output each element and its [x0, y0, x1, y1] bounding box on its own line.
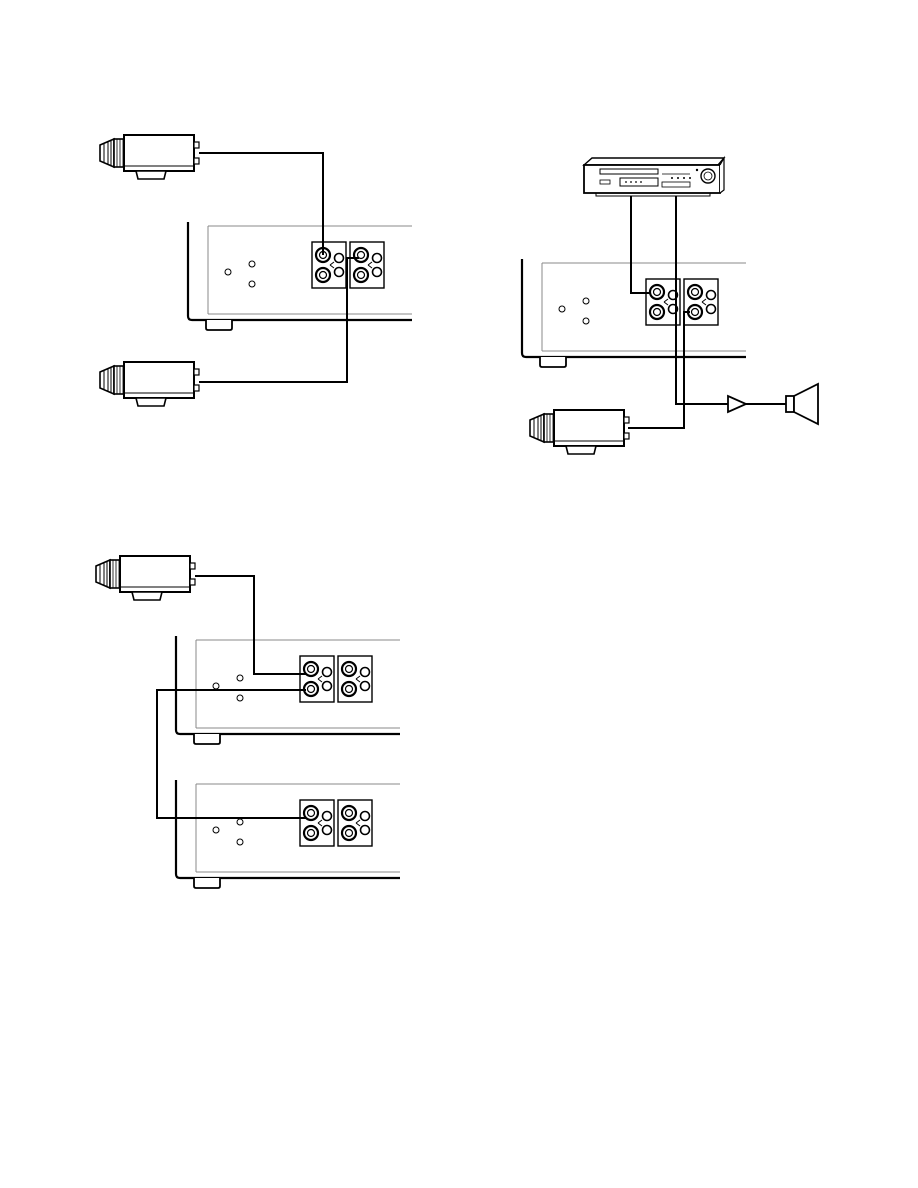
rear-panel-unit-2	[522, 259, 746, 367]
camera-4-icon	[96, 556, 195, 600]
vcr-icon	[584, 158, 724, 196]
diagram-camera-two-units	[96, 556, 400, 888]
cable-camera-3	[628, 312, 690, 428]
camera-1-icon	[100, 135, 199, 179]
rear-panel-unit-1	[188, 222, 412, 330]
camera-2-icon	[100, 362, 199, 406]
diagram-two-cameras	[100, 135, 412, 406]
speaker-icon	[786, 384, 818, 424]
diagram-vcr-camera-speaker	[522, 158, 818, 454]
cable-camera-4	[195, 576, 306, 674]
camera-3-icon	[530, 410, 629, 454]
amplifier-icon	[728, 396, 746, 412]
cable-camera-1	[199, 153, 323, 255]
cable-loop-through	[157, 690, 306, 818]
rear-panel-unit-4	[176, 780, 400, 888]
